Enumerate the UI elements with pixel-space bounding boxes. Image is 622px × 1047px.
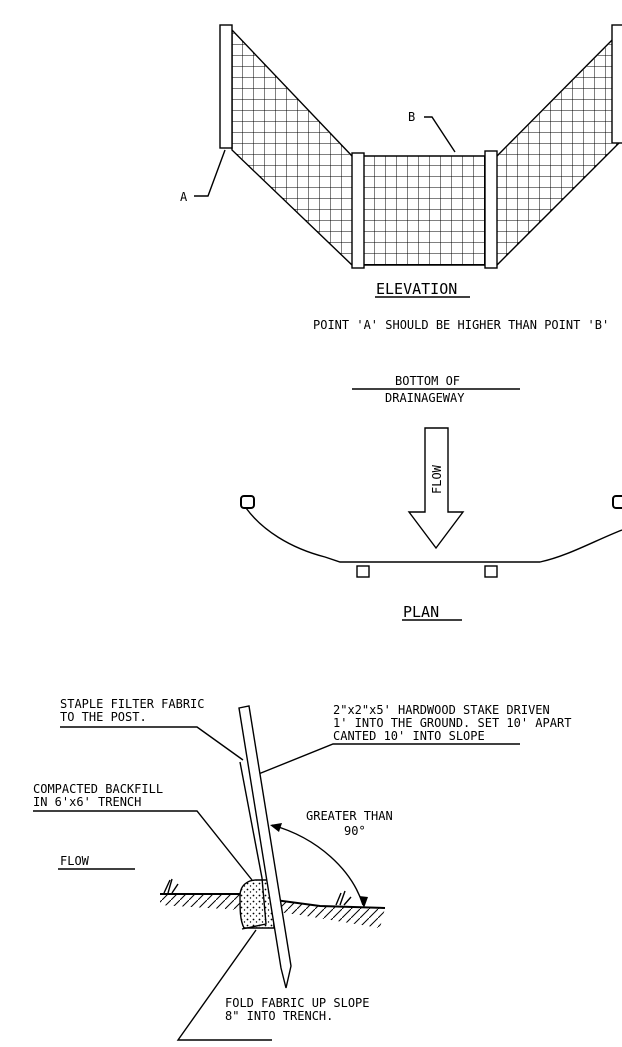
- staple-label-line1: STAPLE FILTER FABRIC: [60, 697, 205, 711]
- label-b: B: [408, 110, 415, 124]
- elevation-view: A B ELEVATION POINT 'A' SHOULD BE HIGHER…: [180, 24, 622, 332]
- post-plan-right: [612, 495, 622, 509]
- stake-leader: [255, 743, 520, 776]
- hardwood-stake: [238, 705, 292, 989]
- flow-arrow: [407, 427, 465, 550]
- greater-than-label-line1: GREATER THAN: [306, 809, 393, 823]
- filter-fabric-mesh: [231, 28, 622, 266]
- grass-tuft-left: [163, 878, 179, 894]
- staple-label-line2: TO THE POST.: [60, 710, 147, 724]
- post-left-middle: [351, 152, 365, 269]
- soil-hatch-right: [278, 900, 385, 928]
- label-a: A: [180, 190, 188, 204]
- bottom-of-label: BOTTOM OF: [395, 374, 460, 388]
- backfill-leader: [33, 810, 253, 881]
- stake-label-line3: CANTED 10' INTO SLOPE: [333, 729, 485, 743]
- soil-hatch-left: [160, 894, 240, 910]
- backfill-label-line1: COMPACTED BACKFILL: [33, 782, 163, 796]
- fold-label-line2: 8" INTO TRENCH.: [225, 1009, 333, 1023]
- filter-fabric-section: [239, 761, 267, 930]
- plan-flow-label: FLOW: [430, 464, 444, 494]
- post-plan-mid-right: [484, 565, 498, 578]
- drainageway-label: DRAINAGEWAY: [385, 391, 465, 405]
- post-right: [611, 24, 622, 144]
- post-plan-mid-left: [356, 565, 370, 578]
- plan-title: PLAN: [403, 603, 439, 621]
- grass-tuft-right: [335, 890, 352, 906]
- post-plan-left: [240, 495, 255, 509]
- fold-leader: [176, 929, 272, 1041]
- angle-arc: [271, 824, 364, 906]
- fold-label-line1: FOLD FABRIC UP SLOPE: [225, 996, 370, 1010]
- section-view: STAPLE FILTER FABRIC TO THE POST. 2"x2"x…: [33, 697, 571, 1041]
- fence-line-plan: [245, 507, 622, 563]
- section-flow-label: FLOW: [60, 854, 90, 868]
- post-right-middle: [484, 150, 498, 269]
- post-a: [219, 24, 233, 149]
- leader-b: [424, 116, 456, 153]
- angle-arrowhead-bottom: [359, 896, 368, 908]
- greater-than-label-line2: 90°: [344, 824, 366, 838]
- leader-a: [194, 149, 226, 197]
- staple-leader: [60, 726, 244, 761]
- angle-arrowhead-top: [270, 823, 282, 832]
- stake-label-line2: 1' INTO THE GROUND. SET 10' APART: [333, 716, 571, 730]
- backfill-label-line2: IN 6'x6' TRENCH: [33, 795, 141, 809]
- elevation-title: ELEVATION: [376, 280, 457, 298]
- plan-view: BOTTOM OF DRAINAGEWAY FLOW PLAN: [240, 374, 622, 621]
- stake-label-line1: 2"x2"x5' HARDWOOD STAKE DRIVEN: [333, 703, 550, 717]
- elevation-note: POINT 'A' SHOULD BE HIGHER THAN POINT 'B…: [313, 318, 609, 332]
